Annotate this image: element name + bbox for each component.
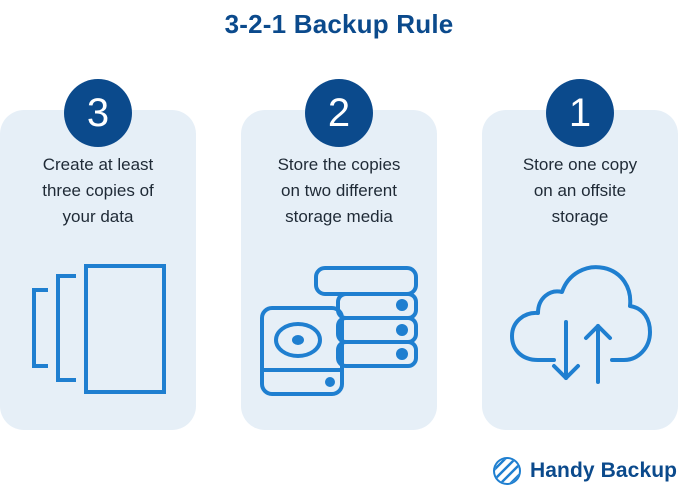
card-offsite-copy-text: Store one copy on an offsite storage [482,152,678,230]
card-line: Store the copies [277,155,401,174]
card-three-copies-text: Create at least three copies of your dat… [0,152,196,230]
card-line: storage media [285,207,393,226]
card-two-media-text: Store the copies on two different storag… [241,152,437,230]
storage-media-icon [260,266,418,396]
cloud-sync-icon [510,265,652,384]
card-line: on an offsite [533,181,627,200]
brand-name: Handy Backup [530,459,678,482]
step-badge-1: 1 [546,79,614,147]
copies-icon [32,264,166,394]
brand-logo: Handy Backup [492,455,677,487]
page-title: 3-2-1 Backup Rule [224,9,454,39]
card-line: storage [551,207,609,226]
card-line: Create at least [42,155,154,174]
handy-backup-logo-icon [493,457,521,485]
card-line: on two different [281,181,397,200]
step-badge-3: 3 [64,79,132,147]
card-line: your data [62,207,134,226]
card-line: Store one copy [522,155,638,174]
step-badge-2: 2 [305,79,373,147]
card-line: three copies of [42,181,154,200]
